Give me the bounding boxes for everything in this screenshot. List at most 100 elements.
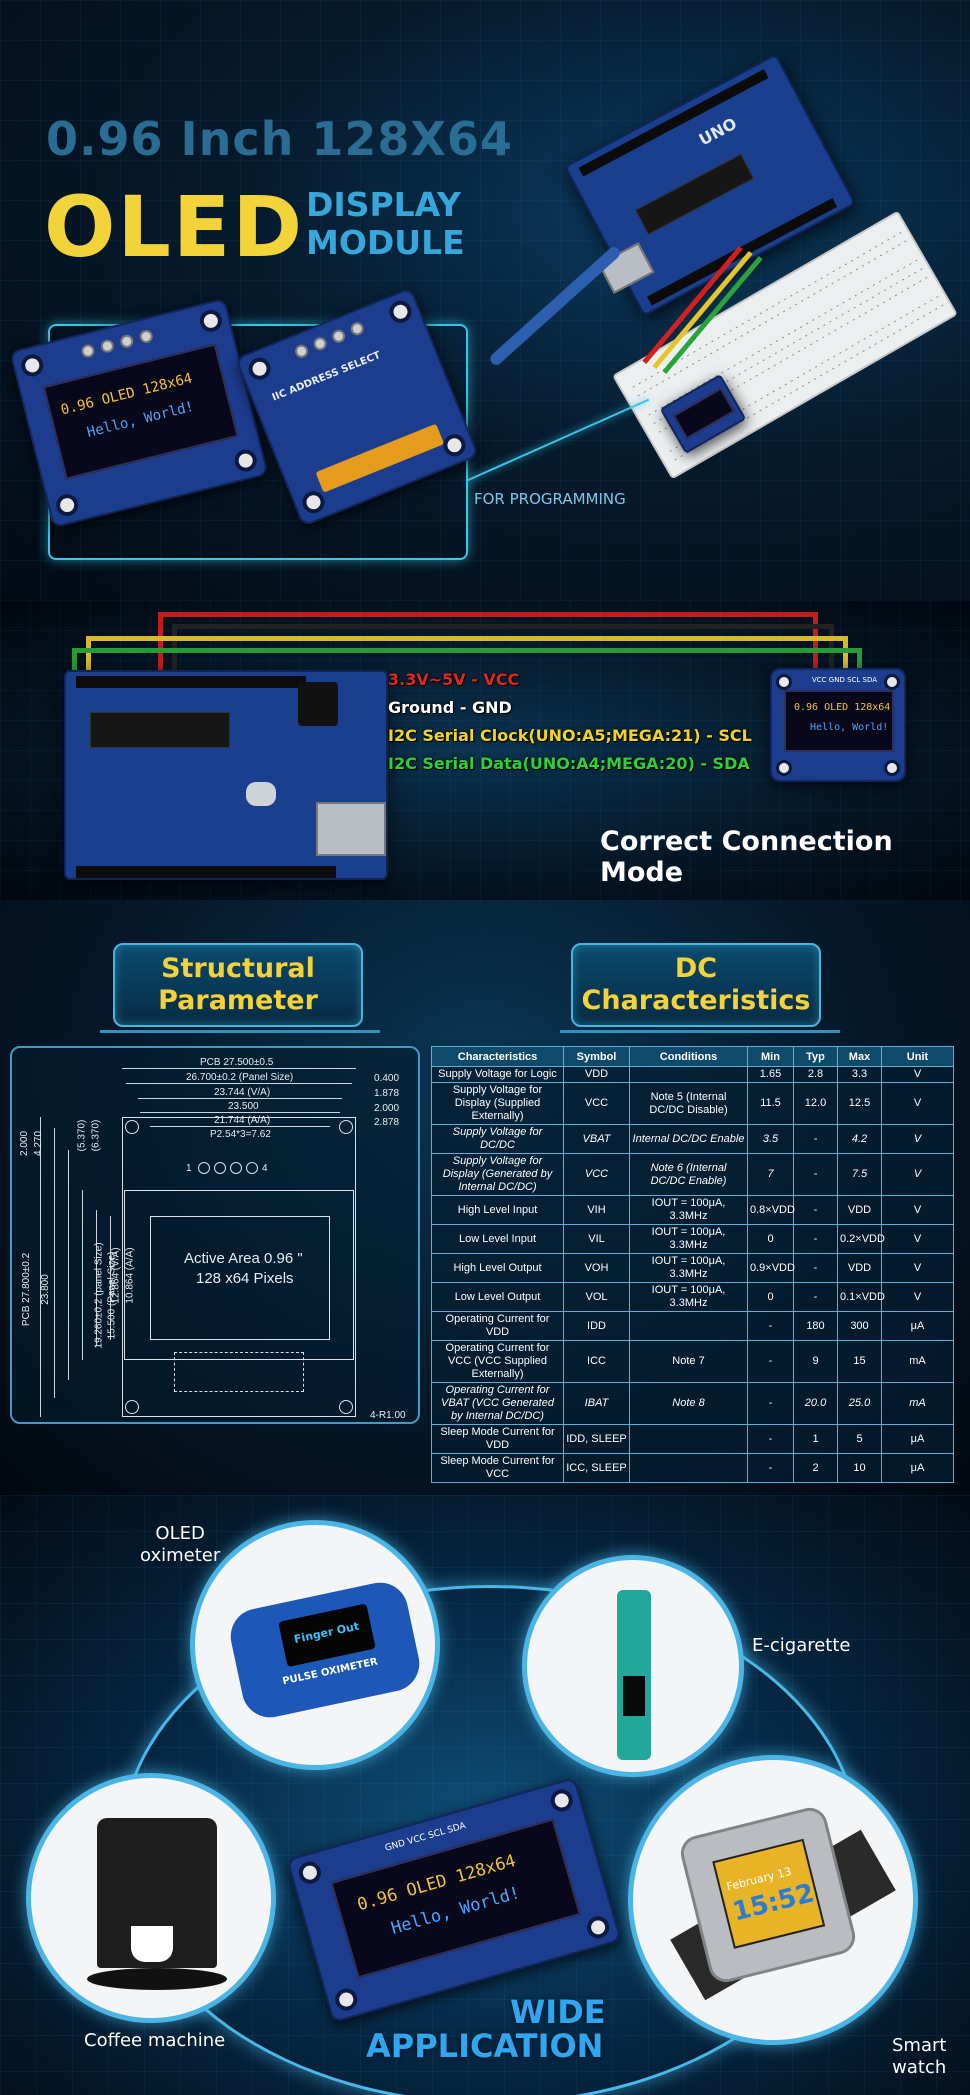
drawing-flex-outline xyxy=(174,1352,304,1392)
cell-unit: V xyxy=(881,1195,954,1225)
cell-unit: μA xyxy=(881,1424,954,1454)
mount-hole xyxy=(440,430,469,460)
usb-port xyxy=(316,802,386,856)
cell-min: - xyxy=(747,1382,794,1425)
wide-application-title: WIDE APPLICATION xyxy=(366,1995,607,2063)
dc-heading-line-1: DC xyxy=(674,953,718,984)
mount-hole xyxy=(232,447,260,474)
cell-characteristic: Low Level Output xyxy=(431,1282,564,1312)
cell-min: - xyxy=(747,1311,794,1341)
module-screen: 0.96 OLED 128x64 Hello, World! xyxy=(784,690,894,752)
drawing-mount-hole xyxy=(125,1120,139,1134)
dim-line xyxy=(54,1128,55,1398)
dim-line xyxy=(40,1117,41,1417)
cell-max: 300 xyxy=(837,1311,882,1341)
dim-va-width: 23.744 (V/A) xyxy=(214,1087,271,1098)
cell-max: 25.0 xyxy=(837,1382,882,1425)
dim-line xyxy=(110,1216,111,1340)
cell-typ: - xyxy=(793,1253,838,1283)
cell-max: VDD xyxy=(837,1195,882,1225)
label-sda: I2C Serial Data(UNO:A4;MEGA:20) - SDA xyxy=(388,754,750,773)
cell-min: - xyxy=(747,1424,794,1454)
label-scl: I2C Serial Clock(UNO:A5;MEGA:21) - SCL xyxy=(388,726,752,745)
cell-typ: 2 xyxy=(793,1453,838,1483)
mount-hole xyxy=(299,487,328,517)
oximeter-screen: Finger Out xyxy=(278,1603,376,1668)
coffee-cup xyxy=(131,1926,173,1962)
cell-symbol: ICC xyxy=(563,1340,630,1383)
header-pins xyxy=(76,676,306,688)
cell-symbol: VIL xyxy=(563,1224,630,1254)
hero-title-top: 0.96 Inch 128X64 xyxy=(46,112,513,166)
mount-hole xyxy=(776,760,792,776)
cell-characteristic: Low Level Input xyxy=(431,1224,564,1254)
cell-typ: - xyxy=(793,1124,838,1154)
cell-conditions: IOUT = 100μA, 3.3MHz xyxy=(629,1224,748,1254)
drawing-pin xyxy=(246,1162,258,1174)
dim-line xyxy=(138,1098,342,1099)
connection-section: VCC GND SCL SDA 0.96 OLED 128x64 Hello, … xyxy=(0,600,970,900)
cell-symbol: ICC, SLEEP xyxy=(563,1453,630,1483)
dim-pin-pitch: P2.54*3=7.62 xyxy=(210,1129,271,1140)
mount-hole xyxy=(884,760,900,776)
power-jack xyxy=(298,682,338,726)
dim-pcb-width: PCB 27.500±0.5 xyxy=(200,1057,274,1068)
column-header: Typ xyxy=(793,1046,838,1067)
screen-line-1: 0.96 OLED 128x64 xyxy=(794,702,891,713)
cell-characteristic: Operating Current for VDD xyxy=(431,1311,564,1341)
header-pins-bottom xyxy=(76,866,336,878)
dim-left-23800: 23.800 xyxy=(39,1274,51,1305)
oximeter-label: OLED oximeter xyxy=(140,1523,220,1567)
cell-min: 1.65 xyxy=(747,1066,794,1083)
mount-hole xyxy=(548,1786,576,1815)
cell-max: 7.5 xyxy=(837,1153,882,1196)
cell-max: 15 xyxy=(837,1340,882,1383)
wire-scl xyxy=(86,636,848,692)
column-header: Symbol xyxy=(563,1046,630,1067)
cell-characteristic: Operating Current for VBAT (VCC Generate… xyxy=(431,1382,564,1425)
oximeter-circle: Finger Out PULSE OXIMETER xyxy=(190,1520,440,1770)
dim-line xyxy=(122,1068,356,1069)
oximeter-label-line-2: oximeter xyxy=(140,1545,221,1566)
cell-unit: μA xyxy=(881,1453,954,1483)
watch-screen: February 13 15:52 xyxy=(712,1838,826,1949)
drawing-pcb-outline xyxy=(122,1117,356,1417)
coffee-machine-circle xyxy=(26,1773,276,2023)
cell-symbol: IBAT xyxy=(563,1382,630,1425)
mount-hole xyxy=(584,1913,612,1941)
dim-right-2000: 2.000 xyxy=(374,1103,400,1114)
module-screen: 0.96 OLED 128x64 Hello, World! xyxy=(330,1818,581,1979)
cell-symbol: IDD xyxy=(563,1311,630,1341)
drawing-panel-outline xyxy=(124,1190,354,1360)
dim-left-4270: 4.270 xyxy=(33,1130,45,1157)
mount-hole xyxy=(18,352,46,379)
cell-conditions: Note 7 xyxy=(629,1340,748,1383)
cell-min: 3.5 xyxy=(747,1124,794,1154)
column-header: Conditions xyxy=(629,1046,748,1067)
cell-typ: 20.0 xyxy=(793,1382,838,1425)
cell-conditions xyxy=(629,1066,748,1083)
ecigarette-label: E-cigarette xyxy=(752,1635,851,1656)
oximeter-label-line-1: OLED xyxy=(155,1523,205,1544)
cell-symbol: VOL xyxy=(563,1282,630,1312)
dim-line xyxy=(68,1150,69,1380)
ecigarette-screen xyxy=(623,1676,645,1716)
drawing-mount-hole xyxy=(339,1120,353,1134)
cell-conditions: Note 5 (Internal DC/DC Disable) xyxy=(629,1082,748,1125)
cell-conditions xyxy=(629,1453,748,1483)
dc-heading: DC Characteristics xyxy=(571,943,821,1027)
drawing-mount-hole xyxy=(339,1400,353,1414)
cell-characteristic: Supply Voltage for Display (Generated by… xyxy=(431,1153,564,1196)
ecigarette-circle xyxy=(522,1555,744,1777)
structural-heading-line-2: Parameter xyxy=(158,985,318,1016)
cell-conditions: Note 8 xyxy=(629,1382,748,1425)
drawing-mount-hole xyxy=(125,1400,139,1414)
hero-title-oled: OLED xyxy=(44,178,305,276)
mount-hole xyxy=(296,1859,324,1887)
cell-typ: - xyxy=(793,1224,838,1254)
